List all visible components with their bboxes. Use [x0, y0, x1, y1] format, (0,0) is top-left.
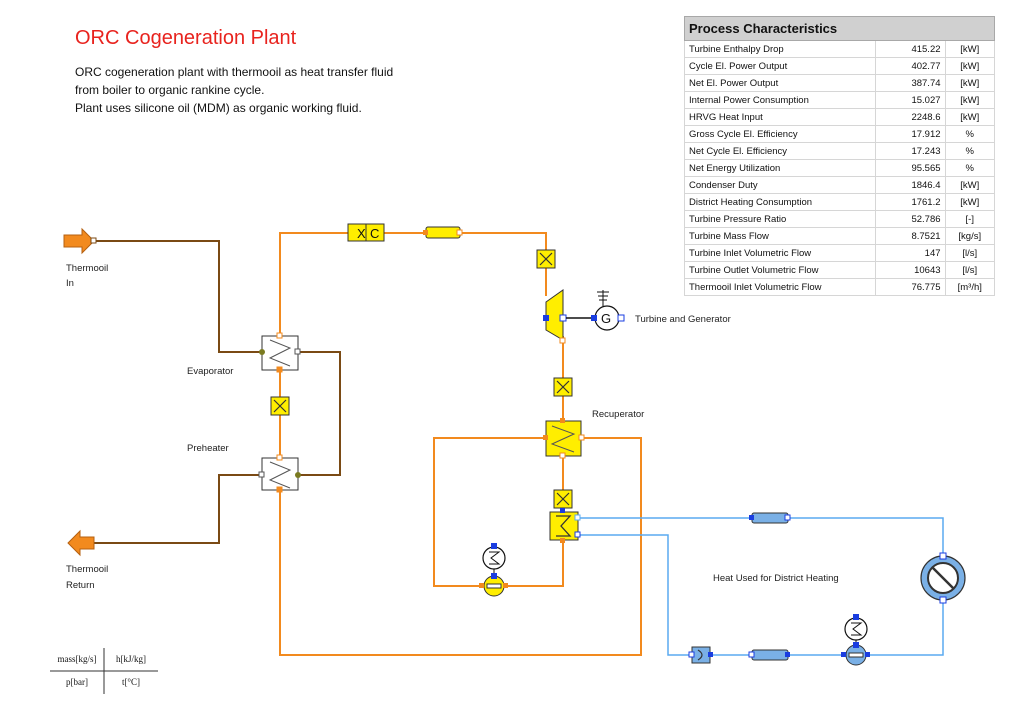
- description-line-1: ORC cogeneration plant with thermooil as…: [75, 65, 394, 79]
- svg-text:C: C: [370, 226, 379, 241]
- table-cell-unit: [m³/h]: [944, 278, 996, 296]
- table-cell-name: Thermooil Inlet Volumetric Flow: [684, 278, 876, 296]
- preheater-icon: [258, 454, 301, 493]
- dh-return-pipe-segment-icon: [748, 649, 790, 661]
- turbine-inlet-valve-icon: [536, 249, 556, 269]
- orc-to-turbine-pipe: [460, 232, 547, 296]
- legend-enthalpy: h[kJ/kg]: [116, 654, 146, 664]
- water-return-pipe-4: [579, 534, 692, 656]
- turbine-generator-label: Turbine and Generator: [635, 314, 731, 325]
- controller-icon: X C: [347, 223, 385, 242]
- thermooil-return-arrow: [67, 529, 95, 557]
- svg-text:G: G: [601, 311, 611, 326]
- dh-expansion-tank-icon: [688, 646, 713, 664]
- generator-icon: G: [591, 290, 625, 331]
- legend-pressure: p[bar]: [66, 677, 88, 687]
- orc-pump-icon: [479, 543, 508, 597]
- recuperator-icon: [543, 418, 585, 459]
- thermooil-inlet-arrow: [63, 227, 97, 255]
- turbine-icon: [543, 289, 594, 344]
- district-heating-label: Heat Used for District Heating: [713, 573, 839, 584]
- recuperator-label: Recuperator: [592, 409, 645, 420]
- valve-icon: [270, 396, 290, 416]
- evaporator-icon: [259, 332, 301, 373]
- thermooil-in-label-1: Thermooil: [66, 263, 109, 274]
- thermooil-evap-to-preheater-pipe: [298, 351, 341, 476]
- page-title: ORC Cogeneration Plant: [75, 27, 297, 49]
- svg-text:X: X: [357, 226, 366, 241]
- orc-pump-loop-pipe: [433, 437, 546, 587]
- orc-pipes: [279, 232, 642, 656]
- thermooil-in-label-2: In: [66, 278, 74, 289]
- orc-recuperator-to-preheater-pipe: [279, 437, 642, 656]
- orc-condensate-pipe: [505, 540, 564, 587]
- pipe-segment-icon: [423, 226, 463, 239]
- thermooil-return-label-1: Thermooil: [66, 564, 109, 575]
- description-line-2: from boiler to organic rankine cycle.: [75, 83, 265, 97]
- thermooil-pipes: [94, 240, 341, 544]
- description-line-3: Plant uses silicone oil (MDM) as organic…: [75, 101, 362, 115]
- table-header: Process Characteristics: [684, 16, 995, 41]
- legend-mass: mass[kg/s]: [57, 654, 97, 664]
- water-pipes: [579, 517, 944, 656]
- description: ORC cogeneration plant with thermooil as…: [75, 63, 393, 117]
- water-return-pipe: [868, 600, 944, 656]
- preheater-label: Preheater: [187, 443, 229, 454]
- thermooil-inlet-pipe: [94, 240, 262, 353]
- dh-pump-icon: [841, 614, 870, 666]
- condenser-icon: [549, 508, 581, 543]
- orc-evaporator-outlet-pipe: [279, 232, 350, 338]
- condenser-inlet-valve-icon: [553, 489, 573, 509]
- table-cell-value: 76.775: [874, 278, 946, 296]
- legend-temperature: t[°C]: [121, 677, 141, 687]
- evaporator-label: Evaporator: [187, 366, 234, 377]
- dh-consumer-icon: [920, 552, 966, 604]
- process-characteristics-table: Process Characteristics Turbine Enthalpy…: [684, 16, 996, 296]
- water-supply-pipe-2: [788, 517, 944, 555]
- thermooil-return-label-2: Return: [66, 580, 95, 591]
- dh-supply-pipe-segment-icon: [749, 512, 791, 524]
- turbine-outlet-valve-icon: [553, 377, 573, 397]
- thermooil-return-pipe: [94, 474, 262, 544]
- stream-value-legend: mass[kg/s] h[kJ/kg] p[bar] t[°C]: [50, 648, 158, 694]
